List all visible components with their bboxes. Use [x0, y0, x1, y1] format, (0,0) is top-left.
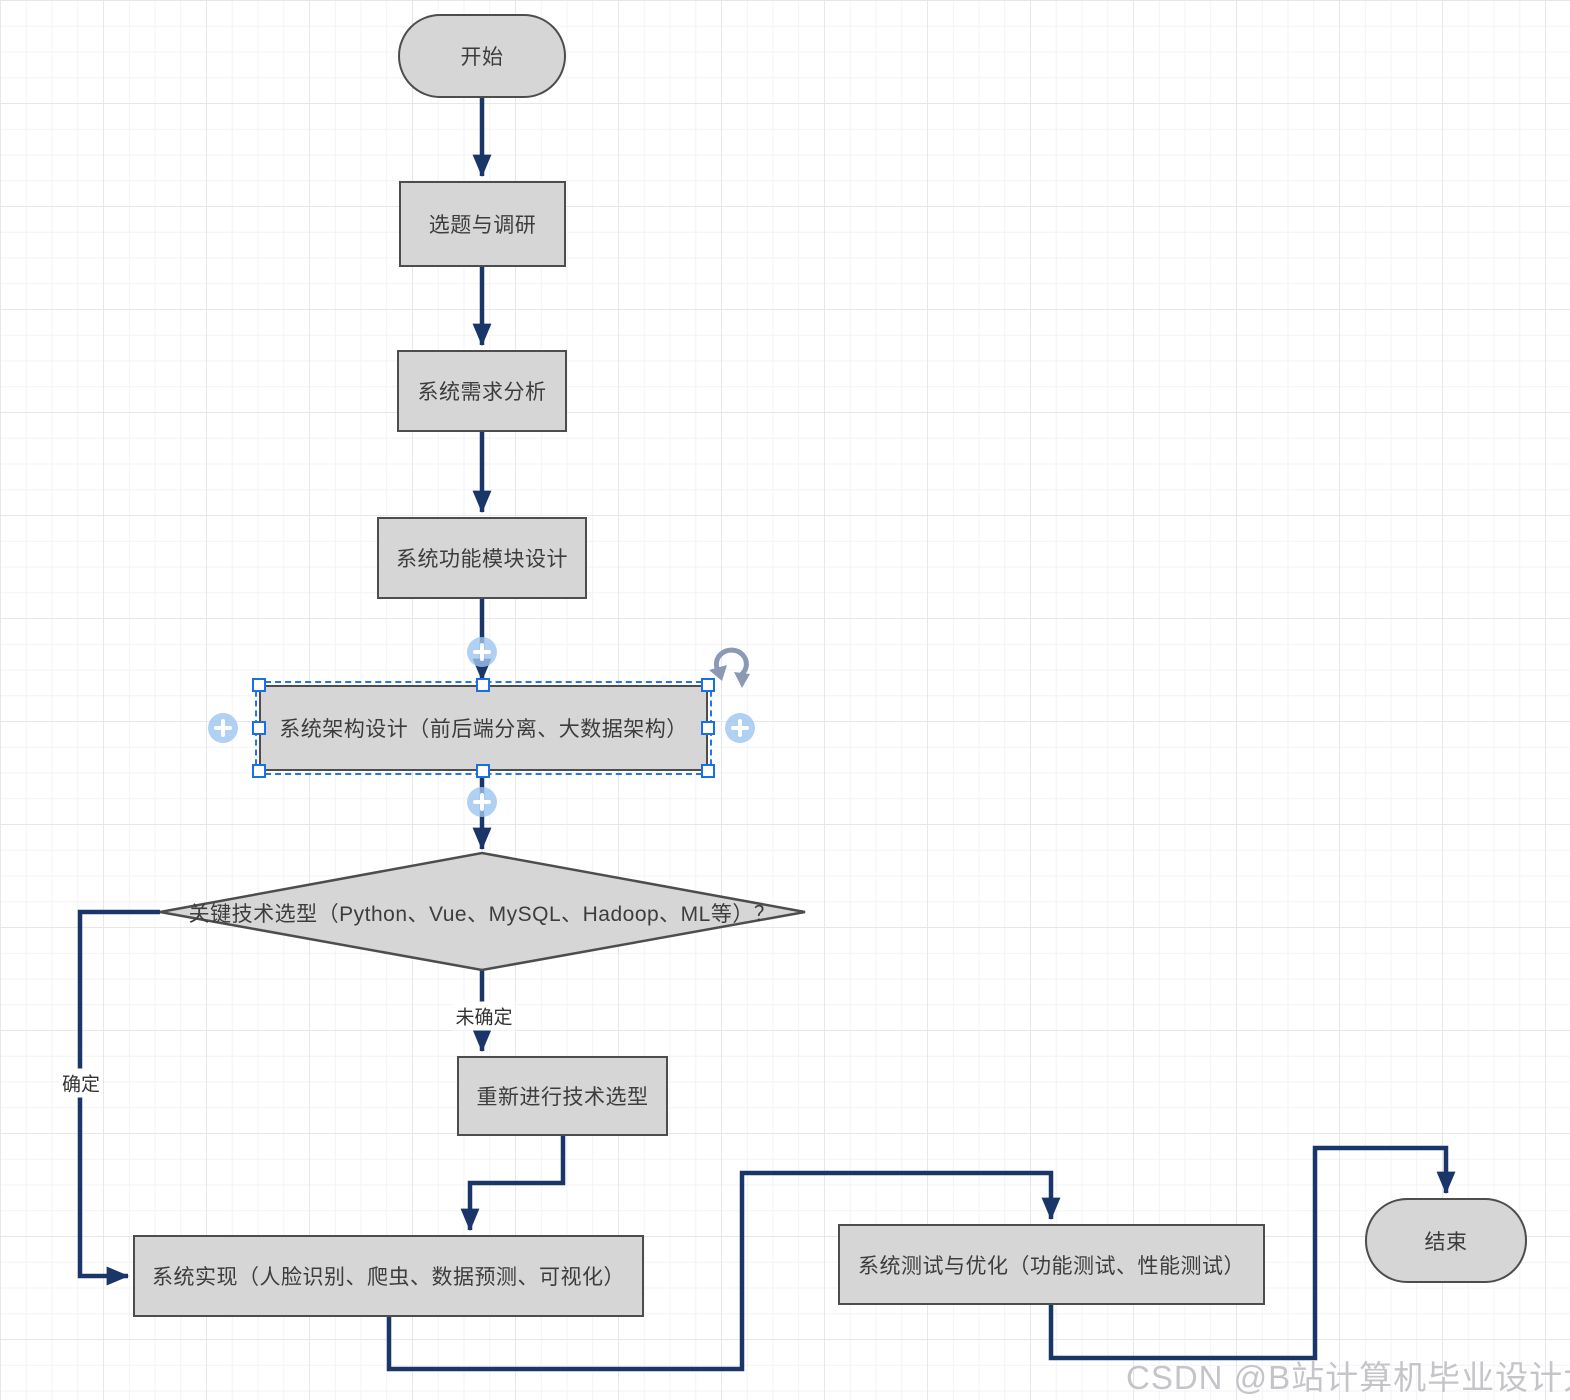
resize-handle-middle-right[interactable]: [701, 721, 715, 735]
edge-redo-to-implementation[interactable]: [460, 1136, 566, 1232]
resize-handle-middle-left[interactable]: [252, 721, 266, 735]
node-architecture-design-label: 系统架构设计（前后端分离、大数据架构）: [279, 718, 688, 741]
node-decision-diamond[interactable]: [159, 851, 806, 972]
connect-arrow-top-icon[interactable]: [467, 637, 497, 667]
node-topic-research-label: 选题与调研: [428, 214, 537, 237]
node-requirements-analysis-label: 系统需求分析: [417, 381, 547, 404]
edge-implementation-to-testing[interactable]: [386, 1170, 1061, 1372]
node-module-design-label: 系统功能模块设计: [396, 548, 568, 571]
resize-handle-bottom-right[interactable]: [701, 764, 715, 778]
rotate-handle-icon[interactable]: [706, 644, 756, 694]
connect-arrow-bottom-icon[interactable]: [467, 787, 497, 817]
node-implementation-label: 系统实现（人脸识别、爬虫、数据预测、可视化）: [152, 1266, 625, 1289]
edge-label-not-confirmed[interactable]: 未确定: [452, 1001, 516, 1031]
node-testing-optimization-label: 系统测试与优化（功能测试、性能测试）: [858, 1254, 1245, 1278]
node-end[interactable]: 结束: [1365, 1198, 1527, 1283]
node-redo-tech-selection[interactable]: 重新进行技术选型: [457, 1056, 668, 1136]
node-module-design[interactable]: 系统功能模块设计: [377, 517, 587, 599]
resize-handle-bottom-middle[interactable]: [476, 764, 490, 778]
watermark: CSDN @B站计算机毕业设计大学: [1126, 1359, 1570, 1396]
node-topic-research[interactable]: 选题与调研: [399, 181, 566, 267]
node-requirements-analysis[interactable]: 系统需求分析: [397, 350, 567, 432]
node-testing-optimization[interactable]: 系统测试与优化（功能测试、性能测试）: [838, 1224, 1265, 1305]
edge-label-confirmed[interactable]: 确定: [58, 1068, 104, 1098]
connect-arrow-right-icon[interactable]: [725, 713, 755, 743]
node-decision-label: 关键技术选型（Python、Vue、MySQL、Hadoop、ML等）？: [188, 903, 776, 926]
node-architecture-design[interactable]: 系统架构设计（前后端分离、大数据架构）: [259, 685, 708, 771]
node-start-label: 开始: [460, 46, 504, 69]
node-start[interactable]: 开始: [398, 14, 566, 98]
edge-testing-to-end[interactable]: [1048, 1145, 1456, 1361]
node-redo-tech-selection-label: 重新进行技术选型: [476, 1086, 649, 1109]
node-implementation[interactable]: 系统实现（人脸识别、爬虫、数据预测、可视化）: [133, 1235, 644, 1317]
resize-handle-bottom-left[interactable]: [252, 764, 266, 778]
resize-handle-top-left[interactable]: [252, 678, 266, 692]
connect-arrow-left-icon[interactable]: [208, 713, 238, 743]
resize-handle-top-middle[interactable]: [476, 678, 490, 692]
node-end-label: 结束: [1424, 1230, 1468, 1254]
